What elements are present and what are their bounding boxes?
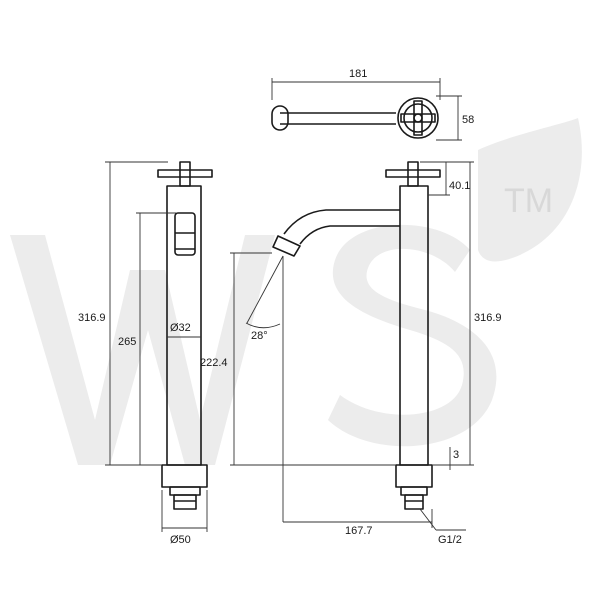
side-view (230, 161, 474, 531)
top-view (271, 78, 462, 141)
dim-side-outlet-height: 222.4 (200, 357, 228, 369)
dim-base-diameter: Ø50 (170, 534, 191, 546)
side-spout-lower (299, 225, 400, 245)
dim-thread: G1/2 (438, 534, 462, 546)
side-base (395, 464, 433, 488)
watermark-logo: TM (10, 118, 582, 465)
dim-front-total-height: 316.9 (78, 312, 106, 324)
front-handle-stem (179, 161, 191, 187)
dim-spout-angle: 28° (251, 330, 268, 342)
front-spout-outlet (174, 212, 196, 256)
top-view-spout-tip (271, 105, 289, 131)
side-spout-aerator (272, 235, 301, 257)
dim-flange-thickness: 3 (453, 449, 459, 461)
dim-side-total-height: 316.9 (474, 312, 502, 324)
dim-handle-height: 40.1 (449, 180, 470, 192)
dim-front-spout-height: 265 (118, 336, 136, 348)
side-handle-stem (407, 161, 419, 187)
side-handle-bar (385, 169, 441, 178)
side-spout-upper (283, 209, 400, 235)
dim-spout-reach: 167.7 (345, 525, 373, 537)
front-view (105, 161, 213, 532)
dim-top-height: 58 (462, 114, 474, 126)
front-base (161, 464, 208, 488)
dim-body-diameter: Ø32 (170, 322, 191, 334)
top-view-handle-ring (397, 97, 439, 139)
dim-top-width: 181 (349, 68, 367, 80)
front-handle-bar (157, 169, 213, 178)
trademark-mark: TM (504, 182, 553, 220)
